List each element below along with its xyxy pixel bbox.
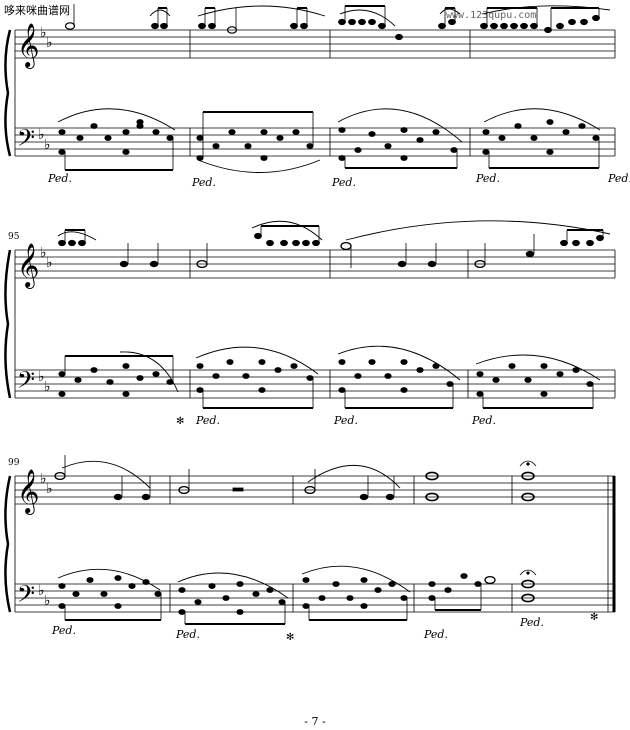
bass-notes-3 xyxy=(58,569,537,625)
bass-staff-3 xyxy=(15,583,615,613)
svg-text:♭: ♭ xyxy=(44,137,51,153)
treble-staff-1 xyxy=(15,29,615,59)
svg-text:♭: ♭ xyxy=(40,25,47,41)
svg-text:♭: ♭ xyxy=(38,583,45,599)
svg-text:♭: ♭ xyxy=(46,481,53,497)
svg-text:Ped.: Ped. xyxy=(423,628,448,641)
svg-text:✻: ✻ xyxy=(286,632,294,643)
measure-number: 95 xyxy=(8,232,20,242)
svg-text:♭: ♭ xyxy=(38,369,45,385)
svg-text:Ped.: Ped. xyxy=(331,176,356,189)
site-name: 哆来咪曲谱网 xyxy=(4,4,70,17)
svg-text:Ped.: Ped. xyxy=(191,176,216,189)
svg-text:Ped.: Ped. xyxy=(471,414,496,427)
treble-staff-2 xyxy=(15,249,615,279)
pedal-release-icon: ✻ xyxy=(176,416,184,427)
svg-text:♭: ♭ xyxy=(44,379,51,395)
svg-text:Ped.: Ped. xyxy=(519,616,544,629)
site-url: www.123qupu.com xyxy=(446,10,537,21)
page-number: - 7 - xyxy=(304,715,326,728)
clefs: 𝄞 𝄢 𝄞 𝄢 𝄞 𝄢 ♭♭ ♭♭ ♭♭ ♭♭ ♭♭ ♭♭ xyxy=(17,23,53,613)
svg-text:Ped.: Ped. xyxy=(475,172,500,185)
measure-number: 99 xyxy=(8,458,20,468)
treble-notes-1 xyxy=(64,4,600,41)
svg-text:Ped.: Ped. xyxy=(195,414,220,427)
pedal-markings: Ped. Ped. Ped. Ped. Ped. Ped. Ped. Ped. … xyxy=(47,172,630,643)
svg-text:𝄞: 𝄞 xyxy=(17,469,39,515)
treble-clef-icon: 𝄞 xyxy=(17,23,39,69)
svg-text:𝄢: 𝄢 xyxy=(17,366,35,399)
system-3 xyxy=(14,475,616,613)
svg-text:✻: ✻ xyxy=(590,612,598,623)
svg-text:♭: ♭ xyxy=(46,35,53,51)
svg-text:♭: ♭ xyxy=(38,127,45,143)
bass-notes-1 xyxy=(58,111,600,171)
svg-text:♭: ♭ xyxy=(44,593,51,609)
slurs-1 xyxy=(149,5,611,27)
svg-text:Ped.: Ped. xyxy=(333,414,358,427)
svg-text:♭: ♭ xyxy=(46,255,53,271)
system-1 xyxy=(14,29,616,157)
brace xyxy=(4,29,12,613)
bass-notes-2 xyxy=(58,355,594,409)
treble-notes-2 xyxy=(58,225,604,269)
bass-staff-1 xyxy=(15,127,615,157)
svg-text:𝄞: 𝄞 xyxy=(17,243,39,289)
system-2 xyxy=(14,249,616,399)
svg-text:𝄢: 𝄢 xyxy=(17,580,35,613)
svg-text:Ped.: Ped. xyxy=(607,172,630,185)
bass-staff-2 xyxy=(15,369,615,399)
svg-text:♭: ♭ xyxy=(40,245,47,261)
svg-text:♭: ♭ xyxy=(40,471,47,487)
svg-text:Ped.: Ped. xyxy=(51,624,76,637)
bass-clef-icon: 𝄢 xyxy=(17,124,35,157)
pedal-mark: Ped. xyxy=(47,172,72,185)
svg-text:Ped.: Ped. xyxy=(175,628,200,641)
treble-notes-3 xyxy=(54,455,537,502)
